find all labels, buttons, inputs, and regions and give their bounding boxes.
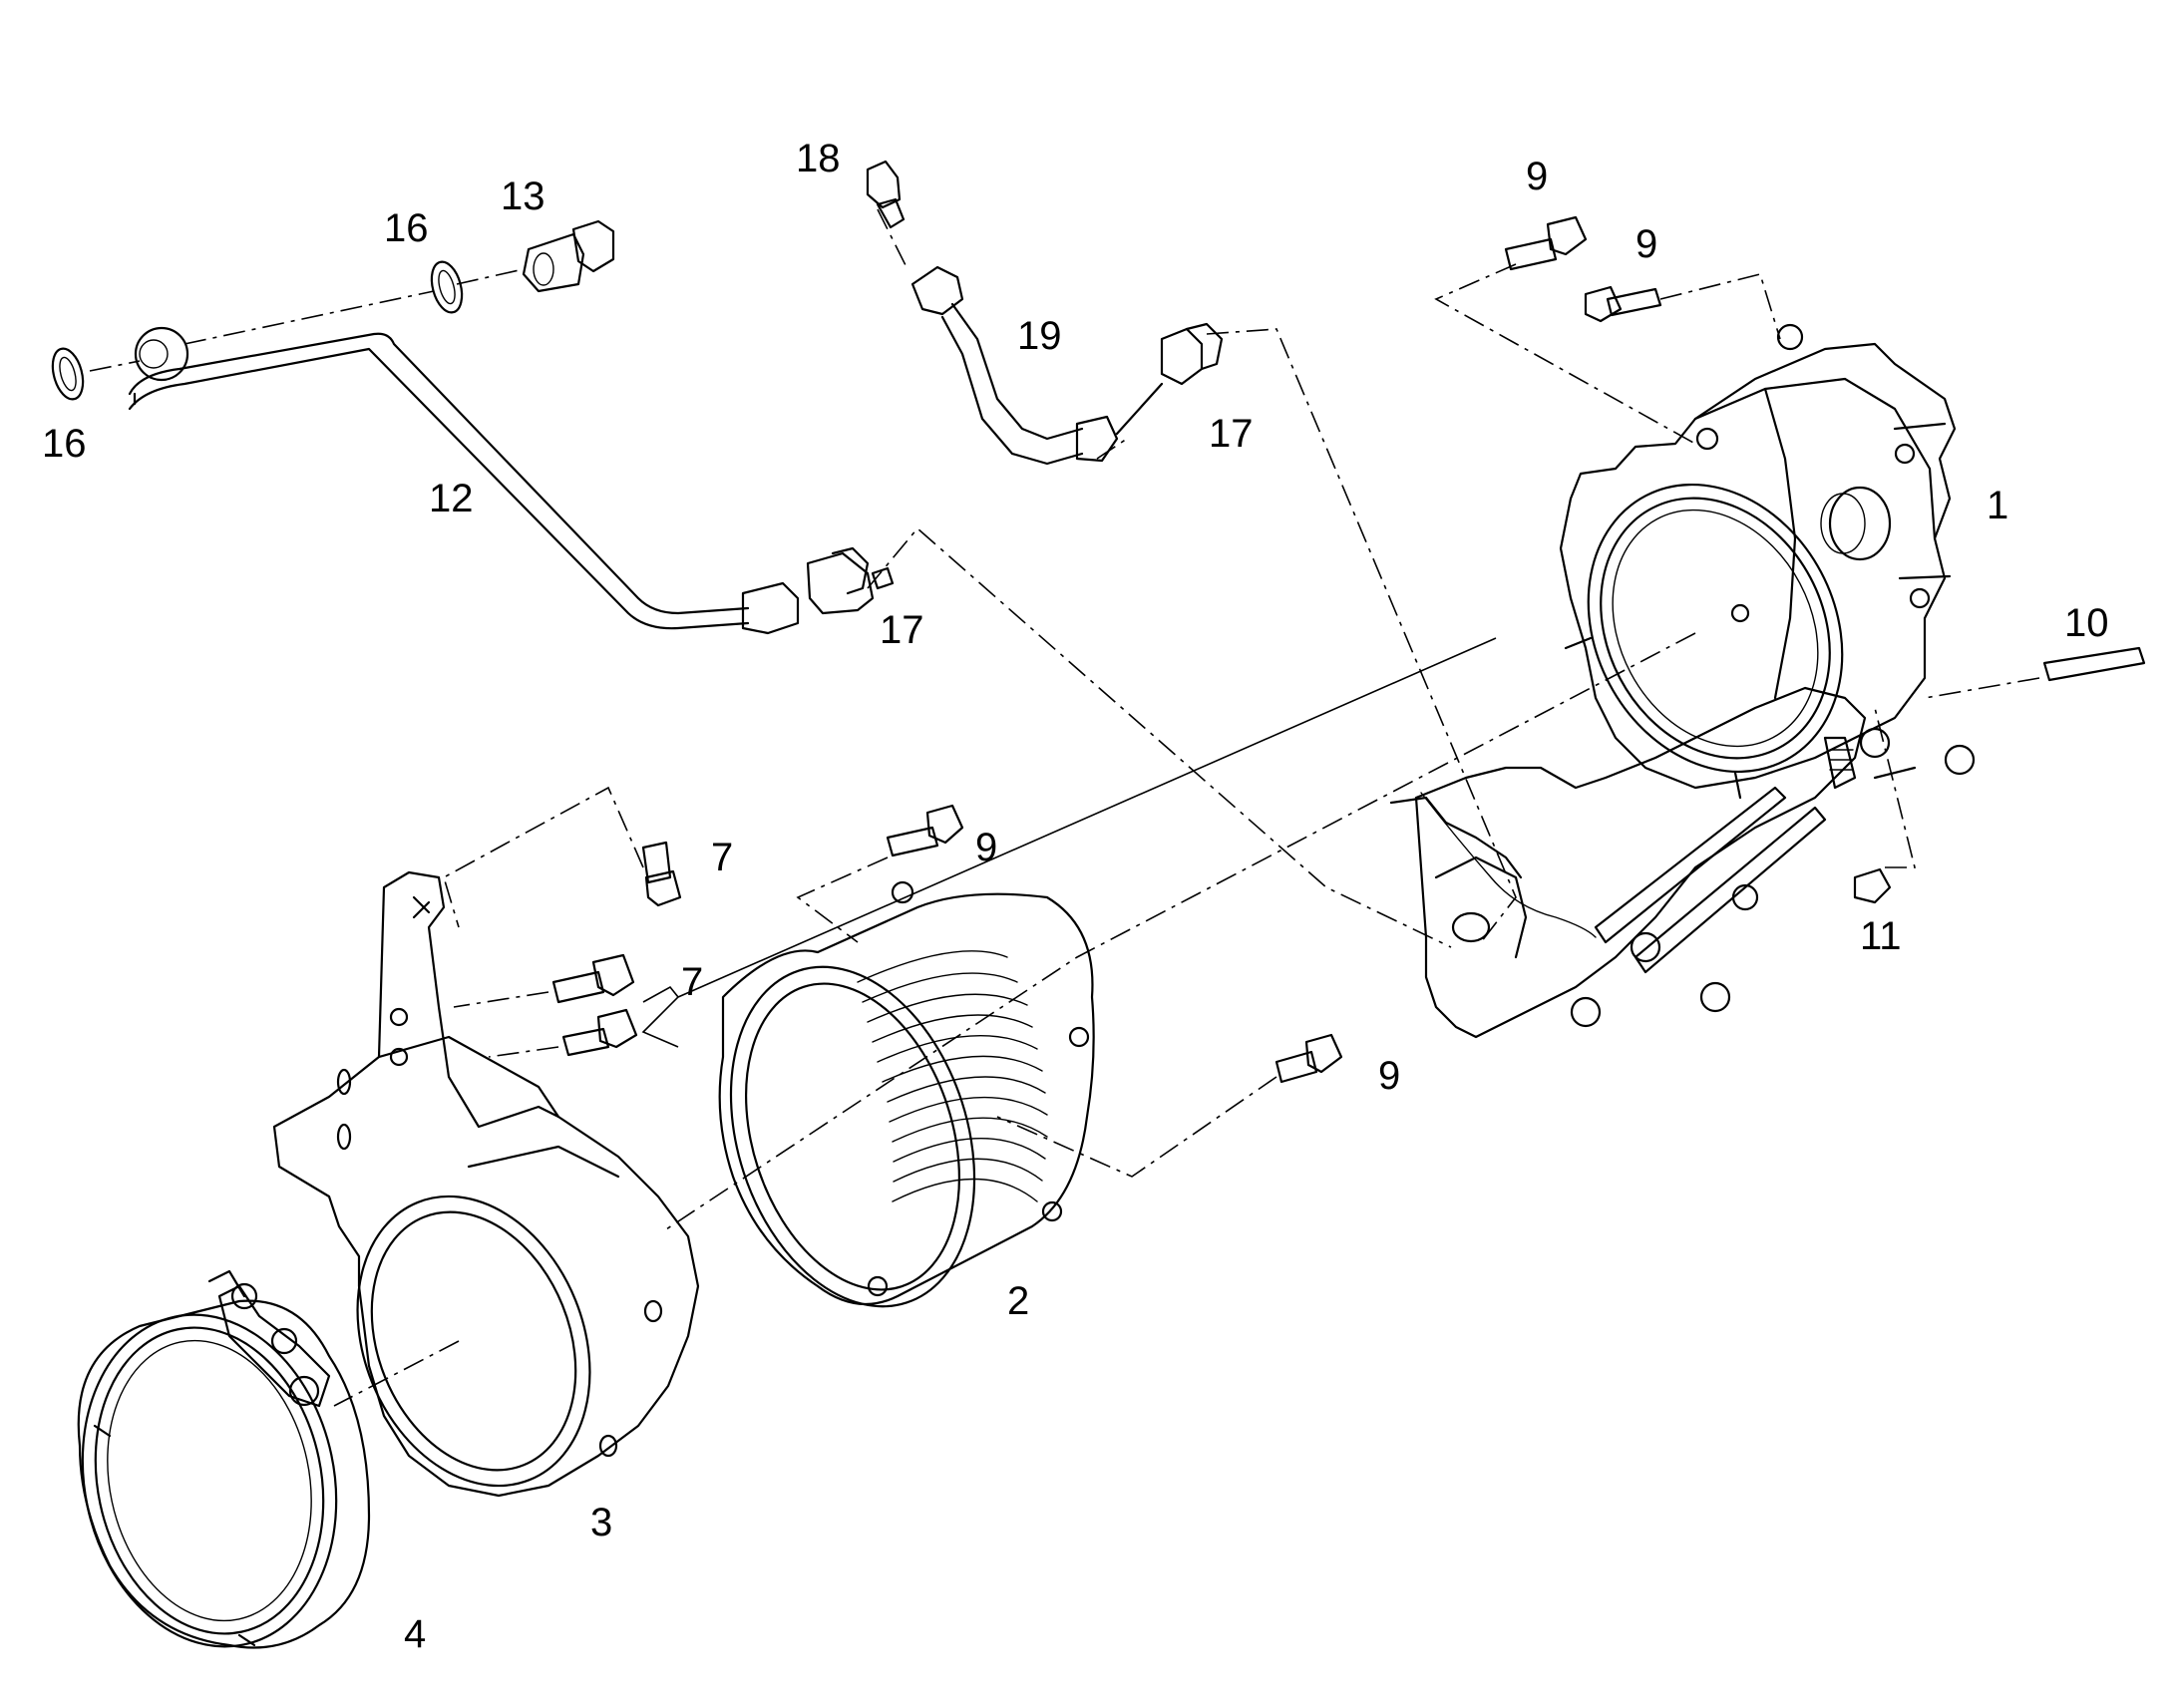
part-1-housing (1389, 323, 1976, 1039)
leader-lines (89, 208, 2040, 1407)
part-12-tube (128, 326, 895, 635)
callout-19: 19 (1017, 314, 1062, 358)
callout-7-middle: 7 (681, 960, 703, 1004)
callout-16-top: 16 (384, 206, 429, 250)
callout-17-lower: 17 (880, 608, 924, 652)
part-2-sleeve (718, 880, 1095, 1308)
callout-10: 10 (2064, 601, 2109, 645)
callout-16-left: 16 (42, 422, 87, 466)
callout-4: 4 (404, 1612, 426, 1656)
part-3-bracket (272, 870, 700, 1498)
callout-13: 13 (501, 174, 545, 218)
part-17-fittings (831, 322, 1224, 595)
part-13-banjo-bolt (522, 219, 615, 293)
callout-17-upper: 17 (1209, 412, 1254, 456)
callout-11: 11 (1860, 914, 1902, 958)
part-16-washers (51, 260, 464, 401)
part-19-hose (866, 160, 1204, 466)
callout-9-top-right: 9 (1635, 222, 1657, 266)
callout-9-top-left: 9 (1526, 155, 1548, 198)
part-4-clamp (77, 1269, 371, 1649)
fasteners (551, 215, 2146, 1084)
callout-7-top: 7 (711, 836, 733, 879)
callout-labels: 1 2 3 4 7 7 9 9 9 9 10 11 12 13 16 16 17… (42, 137, 2109, 1656)
callout-1: 1 (1987, 484, 2008, 527)
callout-9-middle: 9 (975, 826, 997, 869)
callout-9-lower: 9 (1378, 1054, 1400, 1098)
callout-18: 18 (796, 137, 841, 180)
callout-3: 3 (590, 1501, 612, 1544)
callout-12: 12 (429, 477, 474, 520)
callout-2: 2 (1007, 1279, 1029, 1323)
